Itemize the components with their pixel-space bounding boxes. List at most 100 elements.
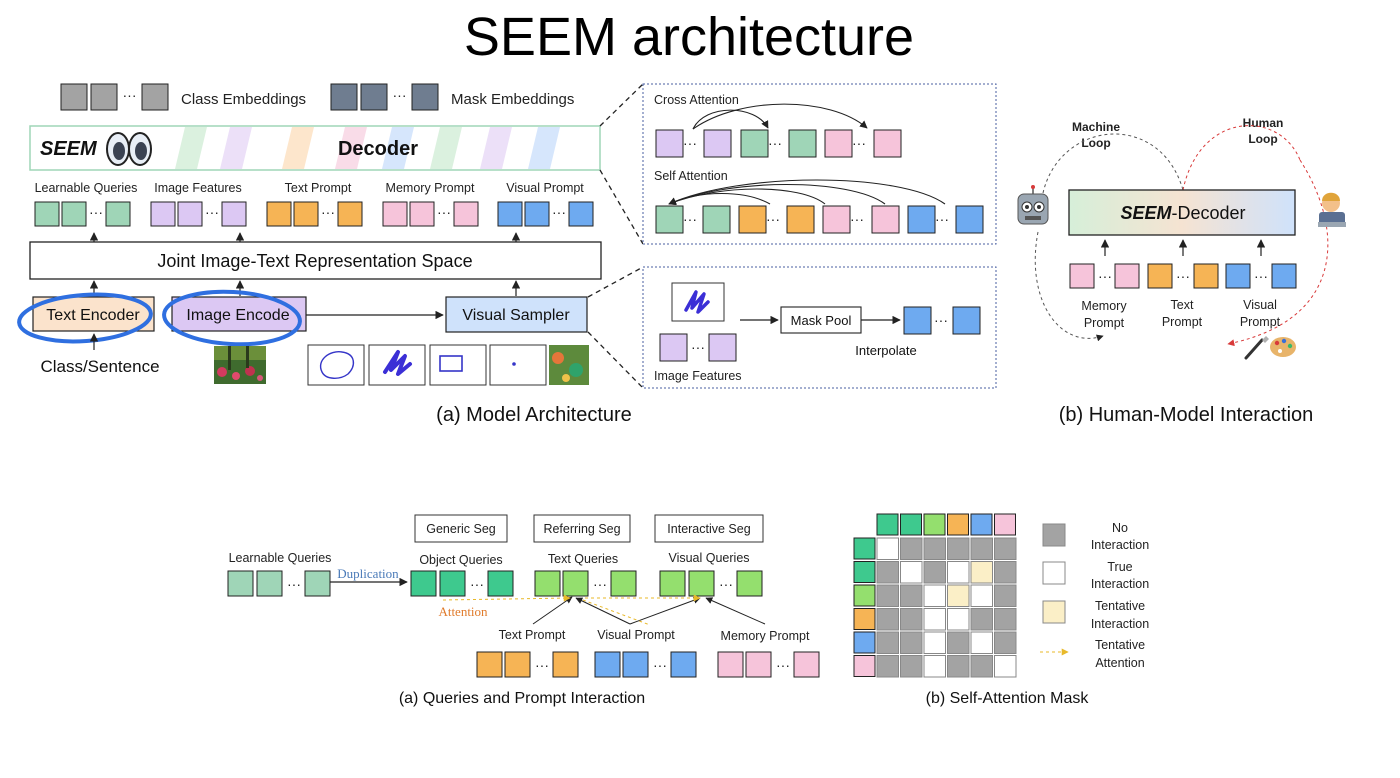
mask-cell: [970, 537, 993, 560]
qp-visual-prompt-label: Visual Prompt: [597, 628, 675, 642]
mask-cell: [923, 537, 946, 560]
generic-seg-label: Generic Seg: [426, 522, 496, 536]
class-embeddings-label: Class Embeddings: [181, 91, 306, 108]
mask-cell: [970, 631, 993, 654]
decoder-stripe: [335, 127, 367, 169]
mask-cell: [923, 608, 946, 631]
hm-prompt-text-2: Prompt: [1162, 315, 1203, 329]
mask-cell: [876, 561, 899, 584]
decoder-stripe: [528, 127, 560, 169]
visual-sampler-label: Visual Sampler: [462, 307, 570, 324]
ellipsis-dots: ···: [776, 657, 790, 673]
ellipsis-dots: ···: [935, 211, 949, 227]
ellipsis-dots: ···: [852, 135, 866, 151]
sampler-image-features-label: Image Features: [654, 369, 742, 383]
interpolate-label: Interpolate: [855, 343, 916, 358]
qp-prompt-arrows: [442, 594, 766, 626]
embedding-row: ······: [60, 83, 439, 111]
hm-prompt-squares: ·········: [1069, 263, 1297, 289]
human-loop-label-2: Loop: [1248, 132, 1277, 146]
query-squares-row: ···············: [34, 201, 594, 227]
query-label-memory-prompt: Memory Prompt: [386, 181, 475, 195]
prompt-thumb-box: [429, 344, 487, 386]
sampler-output-squares: ···: [903, 306, 981, 335]
interactive-seg-box: [654, 514, 764, 543]
highlight-ellipse-image-encoder: [162, 289, 302, 347]
joint-space-box: [29, 241, 602, 280]
token-square: [330, 83, 358, 111]
visual-sampler-box: [445, 296, 588, 333]
mask-cell: [923, 631, 946, 654]
highlight-ellipse-text-encoder: [17, 292, 153, 344]
seem-decoder-label: SEEM-Decoder: [1120, 203, 1245, 223]
visual-prompt-thumbnails: [307, 344, 589, 386]
token-square: [34, 201, 60, 227]
visual-queries-label: Visual Queries: [668, 551, 749, 565]
ellipsis-dots: ···: [1176, 268, 1190, 284]
token-square: [1225, 263, 1251, 289]
legend-swatch-no-interaction: [1042, 523, 1066, 547]
self-attention-mask-panel: No Interaction True Interaction Tentativ…: [853, 513, 1149, 707]
attention-detail-box: Cross Attention Self Attention ·········…: [642, 83, 997, 245]
ellipsis-dots: ···: [393, 87, 407, 103]
decoder-stripe: [480, 127, 512, 169]
token-square: [793, 651, 820, 678]
token-square: [524, 201, 550, 227]
generic-seg-box: [414, 514, 508, 543]
mask-cell: [947, 561, 970, 584]
qp-memory-prompt-label: Memory Prompt: [721, 629, 810, 643]
token-square: [497, 201, 523, 227]
ellipsis-dots: ···: [321, 204, 335, 220]
decoder-stripe: [282, 127, 314, 169]
human-model-caption: (b) Human-Model Interaction: [1059, 404, 1314, 426]
qp-query-squares: ·····················: [227, 570, 820, 678]
cross-attention-label: Cross Attention: [654, 93, 739, 107]
mask-header-cell: [923, 513, 946, 536]
token-square: [907, 205, 936, 234]
mask-cell: [970, 608, 993, 631]
token-square: [1147, 263, 1173, 289]
ellipsis-dots: ···: [552, 204, 566, 220]
hm-prompt-visual-2: Prompt: [1240, 315, 1281, 329]
interactive-seg-label: Interactive Seg: [667, 522, 750, 536]
token-square: [610, 570, 637, 597]
token-square: [688, 570, 715, 597]
legend-swatch-true-interaction: [1042, 561, 1066, 585]
token-square: [562, 570, 589, 597]
token-square: [1271, 263, 1297, 289]
mask-cell: [876, 537, 899, 560]
token-square: [411, 83, 439, 111]
decoder-stripe: [220, 127, 252, 169]
token-square: [409, 201, 435, 227]
mask-cell: [947, 608, 970, 631]
qp-learnable-label: Learnable Queries: [229, 551, 332, 565]
self-attention-arcs: [668, 179, 946, 206]
token-square: [304, 570, 331, 597]
person-laptop-icon: [1318, 192, 1346, 227]
mask-header-cell: [947, 513, 969, 536]
image-encoder-label: Image Encode: [186, 307, 289, 324]
token-square: [221, 201, 247, 227]
token-square: [702, 205, 731, 234]
mask-cell: [994, 631, 1017, 654]
token-square: [1069, 263, 1095, 289]
hm-prompt-text-1: Text: [1171, 298, 1194, 312]
token-square: [293, 201, 319, 227]
token-square: [552, 651, 579, 678]
zoom-connectors: [587, 83, 644, 389]
mask-header-cell: [900, 513, 922, 536]
hm-prompt-memory-1: Memory: [1081, 299, 1127, 313]
mask-pool-label: Mask Pool: [791, 313, 852, 328]
ellipsis-dots: ···: [535, 657, 549, 673]
legend-tatt-1: Tentative: [1095, 638, 1145, 652]
token-square: [60, 83, 88, 111]
token-square: [659, 333, 688, 362]
token-square: [177, 201, 203, 227]
token-square: [568, 201, 594, 227]
ellipsis-dots: ···: [768, 135, 782, 151]
mask-cell: [947, 655, 970, 678]
eyes-icon: [106, 132, 152, 166]
token-square: [410, 570, 437, 597]
ellipsis-dots: ···: [1254, 268, 1268, 284]
token-square: [736, 570, 763, 597]
